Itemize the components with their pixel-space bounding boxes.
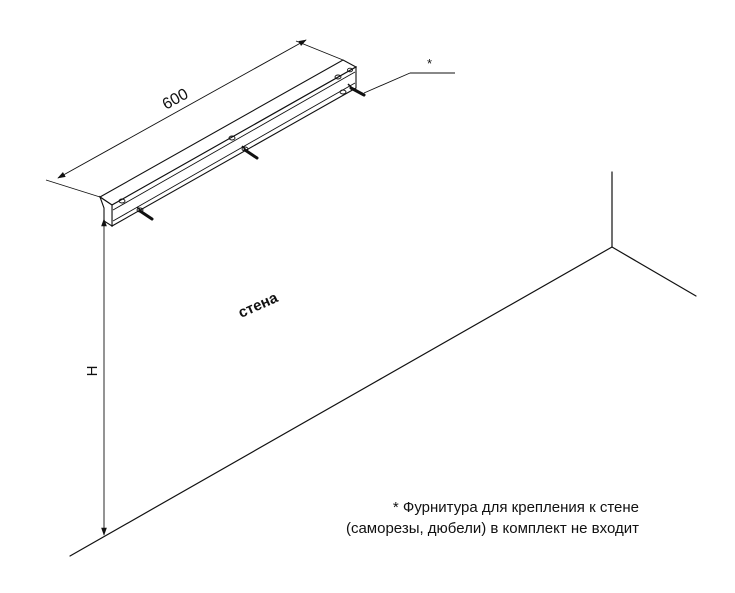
extension-line-left [45, 179, 101, 198]
wall-corner [69, 171, 697, 557]
height-dimension: H [84, 218, 107, 536]
rail-hole [339, 89, 347, 95]
mounting-rail [98, 59, 358, 227]
leader-line [363, 72, 411, 94]
rail-fold-line [112, 71, 356, 211]
rail-hole [347, 67, 353, 73]
rail-hole [118, 198, 126, 204]
rail-lower-lip [112, 82, 356, 222]
side-wall-floor-edge [611, 246, 697, 297]
screw-icon [136, 206, 154, 221]
floor-wall-edge [69, 246, 613, 557]
note-line-1: * Фурнитура для крепления к стене [392, 499, 639, 516]
rail-hole [334, 74, 342, 80]
extension-line-right [295, 40, 344, 61]
screw-icon [347, 83, 366, 97]
note-line-2: (саморезы, дюбели) в комплект не входит [345, 520, 639, 537]
dimension-line-600 [57, 39, 307, 179]
dimension-label-600: 600 [160, 86, 192, 114]
dimension-label-h: H [84, 366, 101, 377]
footnote-leader: * [363, 56, 455, 94]
footnote-marker: * [427, 56, 432, 71]
rail-top-face [98, 59, 358, 206]
wall-label: стена [236, 289, 281, 322]
hardware-note: * Фурнитура для крепления к стене (самор… [346, 497, 639, 539]
rail-end-face [98, 195, 113, 227]
rail-front-face [111, 66, 357, 227]
